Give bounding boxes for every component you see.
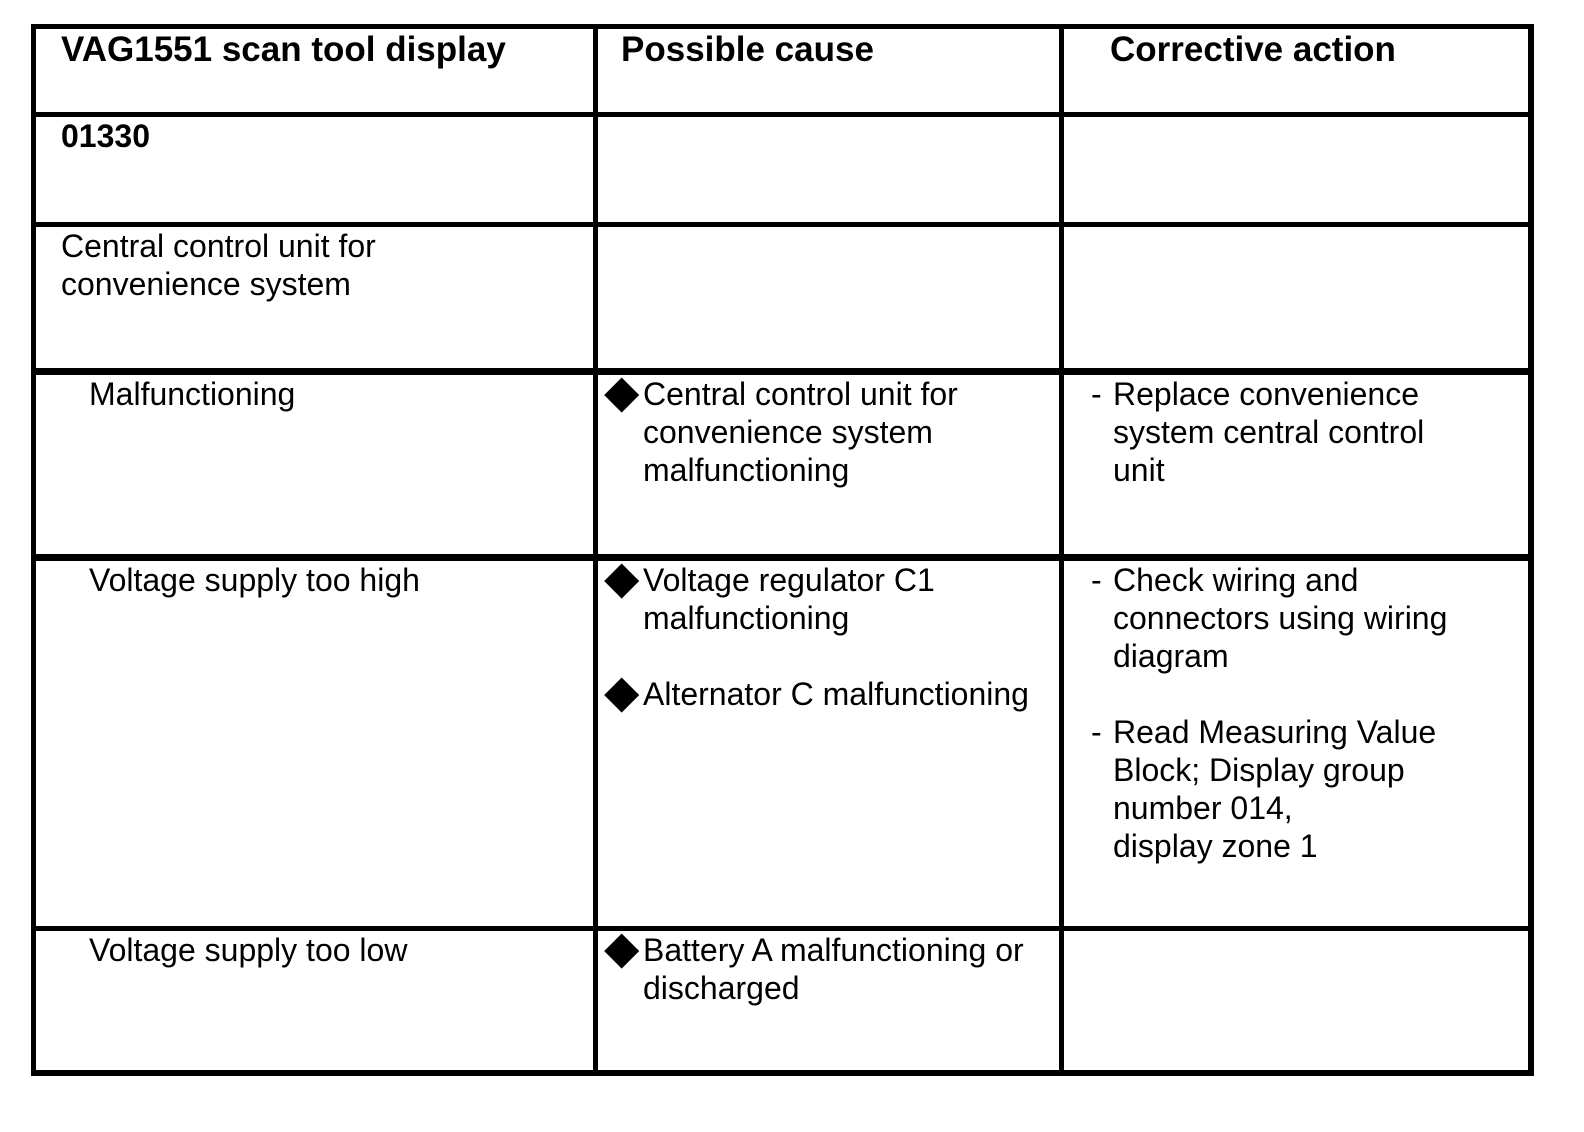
cell-subject: Central control unit for convenience sys… xyxy=(31,222,598,375)
cell-corrective-action: - Replace convenience system central con… xyxy=(1059,369,1534,561)
dash-bullet: - xyxy=(1091,714,1102,750)
empty-cell xyxy=(593,112,1064,227)
column-header-scan-display: VAG1551 scan tool display xyxy=(61,30,506,70)
header-cell-possible-cause: Possible cause xyxy=(593,24,1064,117)
cell-dtc-code: 01330 xyxy=(31,112,598,227)
table-row-voltage-too-low: Voltage supply too low ◆ Battery A malfu… xyxy=(31,926,1534,1076)
cell-possible-cause: ◆ Voltage regulator C1 malfunctioning ◆ … xyxy=(593,555,1064,931)
subject-text: Central control unit for convenience sys… xyxy=(61,228,376,303)
empty-cell xyxy=(1059,926,1534,1076)
diagnostic-table: VAG1551 scan tool display Possible cause… xyxy=(31,24,1534,1076)
action-text: Read Measuring Value Block; Display grou… xyxy=(1113,714,1437,864)
table-row-voltage-too-high: Voltage supply too high ◆ Voltage regula… xyxy=(31,555,1534,931)
action-text: Check wiring and connectors using wiring… xyxy=(1113,562,1448,675)
cell-possible-cause: ◆ Central control unit for convenience s… xyxy=(593,369,1064,561)
cause-text: Alternator C malfunctioning xyxy=(643,676,1029,712)
table-row-dtc-code: 01330 xyxy=(31,112,1534,227)
column-header-possible-cause: Possible cause xyxy=(621,30,874,70)
table-row-subject: Central control unit for convenience sys… xyxy=(31,222,1534,375)
cause-text: Battery A malfunctioning or discharged xyxy=(643,932,1024,1007)
diamond-bullet-icon: ◆ xyxy=(604,928,640,973)
cause-item: ◆ Voltage regulator C1 malfunctioning xyxy=(601,557,1057,638)
table-header-row: VAG1551 scan tool display Possible cause… xyxy=(31,24,1534,117)
empty-cell xyxy=(1059,222,1534,375)
cause-item: ◆ Alternator C malfunctioning xyxy=(601,668,1057,714)
dtc-code-text: 01330 xyxy=(61,118,150,155)
diamond-bullet-icon: ◆ xyxy=(604,371,640,417)
empty-cell xyxy=(593,222,1064,375)
cell-fault-display: Voltage supply too high xyxy=(31,555,598,931)
cell-corrective-action: - Check wiring and connectors using wiri… xyxy=(1059,555,1534,931)
header-cell-scan-display: VAG1551 scan tool display xyxy=(31,24,598,117)
table-row-malfunctioning: Malfunctioning ◆ Central control unit fo… xyxy=(31,369,1534,561)
cause-text: Central control unit for convenience sys… xyxy=(643,376,958,489)
fault-display-text: Voltage supply too high xyxy=(89,562,420,599)
cause-item: ◆ Battery A malfunctioning or discharged xyxy=(601,928,1057,1008)
dash-bullet: - xyxy=(1091,376,1102,413)
fault-display-text: Voltage supply too low xyxy=(89,932,408,969)
cell-fault-display: Voltage supply too low xyxy=(31,926,598,1076)
action-item: - Replace convenience system central con… xyxy=(1066,376,1525,490)
diamond-bullet-icon: ◆ xyxy=(604,557,640,603)
column-header-corrective-action: Corrective action xyxy=(1110,30,1396,70)
dash-bullet: - xyxy=(1091,562,1102,599)
fault-display-text: Malfunctioning xyxy=(89,376,296,413)
header-cell-corrective-action: Corrective action xyxy=(1059,24,1534,117)
diamond-bullet-icon: ◆ xyxy=(604,665,640,717)
action-text: Replace convenience system central contr… xyxy=(1113,376,1425,489)
cause-text: Voltage regulator C1 malfunctioning xyxy=(643,562,935,637)
action-item: - Check wiring and connectors using wiri… xyxy=(1066,562,1525,676)
cell-possible-cause: ◆ Battery A malfunctioning or discharged xyxy=(593,926,1064,1076)
cause-item: ◆ Central control unit for convenience s… xyxy=(601,371,1057,490)
empty-cell xyxy=(1059,112,1534,227)
cell-fault-display: Malfunctioning xyxy=(31,369,598,561)
action-item: - Read Measuring Value Block; Display gr… xyxy=(1066,713,1525,865)
